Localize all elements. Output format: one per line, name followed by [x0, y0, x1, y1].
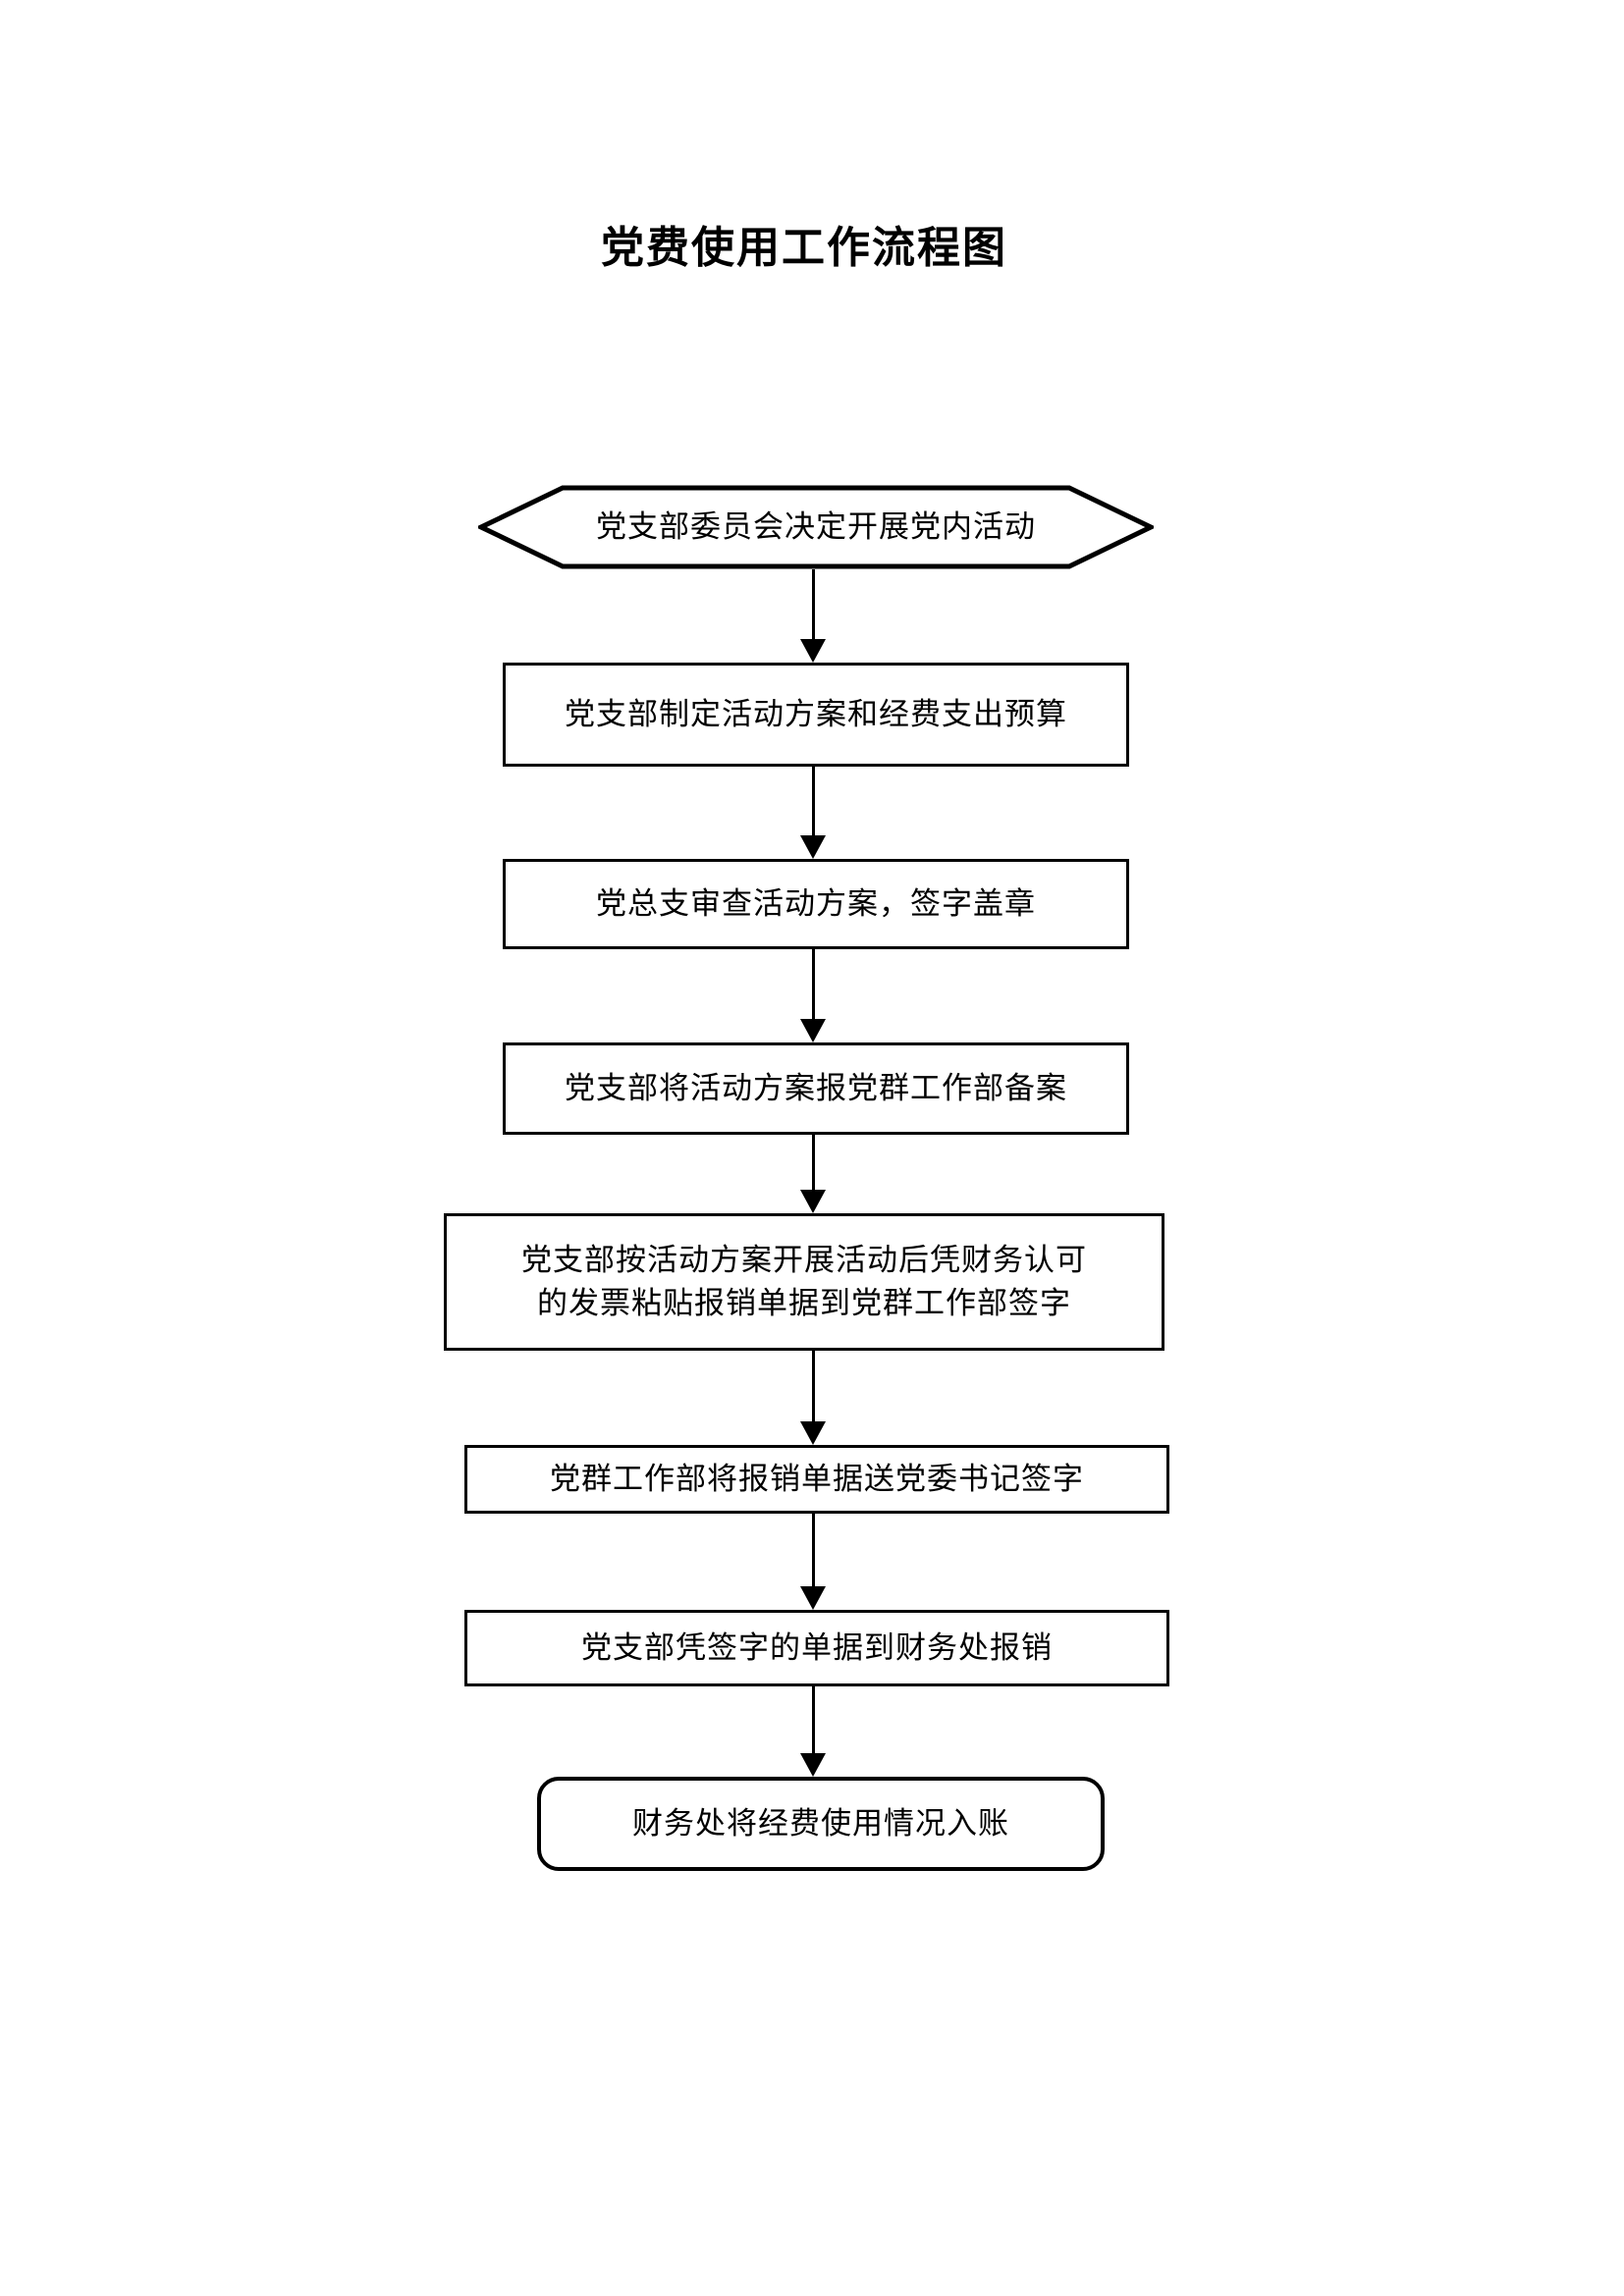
connector-arrow-down	[793, 949, 833, 1042]
arrow-shaft	[812, 1686, 815, 1755]
connector-arrow-down	[793, 569, 833, 663]
arrow-head-icon	[800, 1753, 826, 1777]
arrow-head-icon	[800, 1190, 826, 1213]
flow-node-label: 党支部凭签字的单据到财务处报销	[581, 1629, 1053, 1666]
arrow-head-icon	[800, 639, 826, 663]
flow-node-process-3[interactable]: 党总支审查活动方案，签字盖章	[503, 859, 1129, 949]
arrow-head-icon	[800, 1421, 826, 1445]
arrow-head-icon	[800, 1019, 826, 1042]
flow-node-process-6[interactable]: 党群工作部将报销单据送党委书记签字	[464, 1445, 1169, 1514]
arrow-head-icon	[800, 835, 826, 859]
hexagon-shape-icon	[478, 485, 1154, 569]
flow-node-label: 党支部委员会决定开展党内活动	[596, 508, 1036, 545]
connector-arrow-down	[793, 1514, 833, 1610]
flow-node-label: 党群工作部将报销单据送党委书记签字	[550, 1461, 1084, 1497]
flow-node-label: 党支部将活动方案报党群工作部备案	[565, 1070, 1067, 1106]
connector-arrow-down	[793, 1135, 833, 1213]
page-title: 党费使用工作流程图	[601, 223, 1007, 273]
connector-arrow-down	[793, 1686, 833, 1777]
flow-node-label: 党支部制定活动方案和经费支出预算	[565, 696, 1067, 732]
arrow-shaft	[812, 569, 815, 641]
flow-node-start-hexagon[interactable]: 党支部委员会决定开展党内活动	[478, 485, 1154, 569]
flow-node-label: 党支部按活动方案开展活动后凭财务认可 的发票粘贴报销单据到党群工作部签字	[521, 1242, 1087, 1321]
flow-node-label: 党总支审查活动方案，签字盖章	[596, 885, 1036, 922]
connector-arrow-down	[793, 1351, 833, 1445]
arrow-shaft	[812, 1135, 815, 1192]
arrow-head-icon	[800, 1586, 826, 1610]
arrow-shaft	[812, 1514, 815, 1588]
flow-node-end-rounded[interactable]: 财务处将经费使用情况入账	[537, 1777, 1105, 1871]
arrow-shaft	[812, 767, 815, 837]
flow-node-process-2[interactable]: 党支部制定活动方案和经费支出预算	[503, 663, 1129, 767]
flow-node-process-7[interactable]: 党支部凭签字的单据到财务处报销	[464, 1610, 1169, 1686]
flow-node-process-4[interactable]: 党支部将活动方案报党群工作部备案	[503, 1042, 1129, 1135]
arrow-shaft	[812, 1351, 815, 1423]
arrow-shaft	[812, 949, 815, 1021]
flow-node-label: 财务处将经费使用情况入账	[632, 1805, 1009, 1842]
flow-node-process-5[interactable]: 党支部按活动方案开展活动后凭财务认可 的发票粘贴报销单据到党群工作部签字	[444, 1213, 1164, 1351]
connector-arrow-down	[793, 767, 833, 859]
